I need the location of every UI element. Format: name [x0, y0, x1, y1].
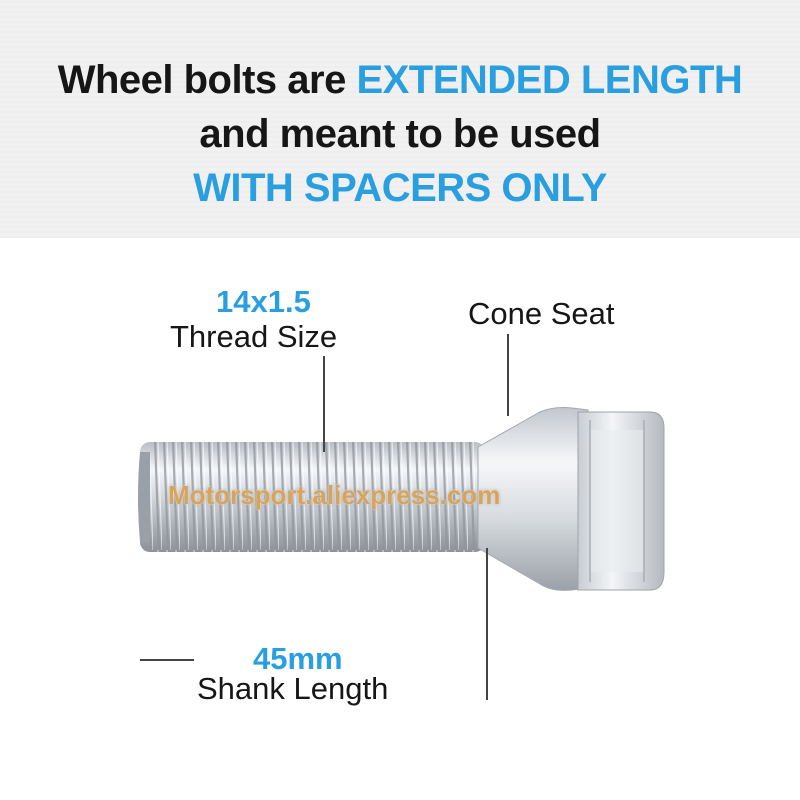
shank-length-end-line [486, 548, 488, 700]
shank-length-value: 45mm [253, 641, 343, 676]
headline-accent-spacers-only: WITH SPACERS ONLY [193, 166, 607, 210]
shank-length-start-line [140, 659, 194, 661]
headline-banner [0, 0, 800, 238]
watermark-text: Motorsport.aliexpress.com [168, 480, 501, 510]
headline-line-2: and meant to be used [199, 112, 601, 156]
thread-size-label: Thread Size [170, 319, 338, 354]
thread-size-leader-line [323, 356, 325, 452]
hex-head [577, 411, 665, 591]
headline-prefix: Wheel bolts are [57, 58, 357, 102]
thread-size-value: 14x1.5 [216, 284, 311, 319]
cone-seat-label: Cone Seat [468, 296, 615, 331]
headline-accent-extended-length: EXTENDED LENGTH [356, 58, 743, 102]
shank-length-label: Shank Length [197, 671, 389, 706]
cone-seat-leader-line [507, 334, 509, 416]
headline-line-1: Wheel bolts are EXTENDED LENGTH [0, 58, 800, 103]
threaded-shaft [138, 442, 485, 552]
